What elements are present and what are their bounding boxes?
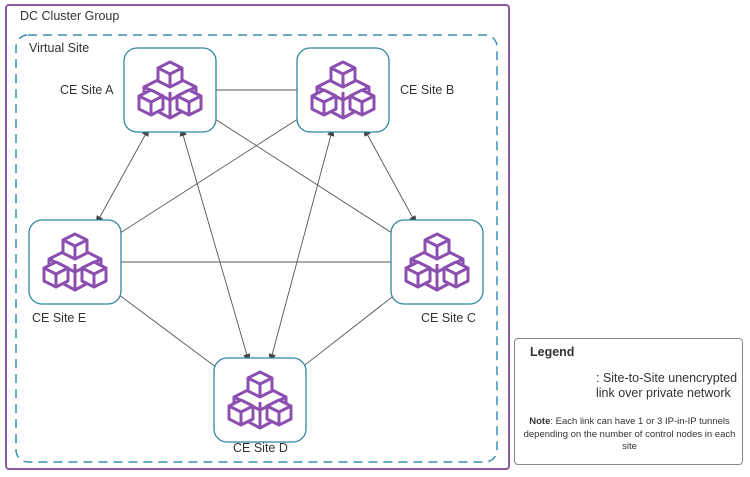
dc-cluster-group-label: DC Cluster Group: [20, 9, 120, 23]
site-node-e: [28, 219, 122, 305]
site-node-b: [296, 47, 390, 133]
site-label-a: CE Site A: [60, 83, 114, 97]
dc-cluster-group-border: [5, 4, 510, 470]
site-node-c: [390, 219, 484, 305]
links-layer: [95, 86, 417, 377]
site-label-c: CE Site C: [421, 311, 476, 325]
link-e-d: [106, 285, 229, 377]
virtual-site-border: [15, 34, 498, 463]
legend-note: Note: Each link can have 1 or 3 IP-in-IP…: [518, 416, 741, 454]
site-label-b: CE Site B: [400, 83, 455, 97]
link-b-c: [363, 127, 417, 225]
site-label-e: CE Site E: [32, 311, 87, 325]
link-b-d: [268, 127, 335, 363]
legend-link-description: : Site-to-Site unencrypted link over pri…: [596, 371, 738, 400]
link-a-e: [95, 127, 150, 225]
link-c-d: [291, 286, 406, 376]
legend-title: Legend: [530, 345, 575, 359]
virtual-site-label: Virtual Site: [29, 41, 90, 55]
site-label-d: CE Site D: [233, 441, 288, 455]
legend-note-text: : Each link can have 1 or 3 IP-in-IP tun…: [523, 416, 736, 452]
legend-note-label: Note: [529, 416, 551, 427]
legend-box: Legend : Site-to-Site unencrypted link o…: [514, 338, 743, 465]
site-node-d: [213, 357, 307, 443]
sites-layer: [28, 47, 484, 443]
site-node-a: [123, 47, 217, 133]
link-a-d: [179, 127, 251, 363]
